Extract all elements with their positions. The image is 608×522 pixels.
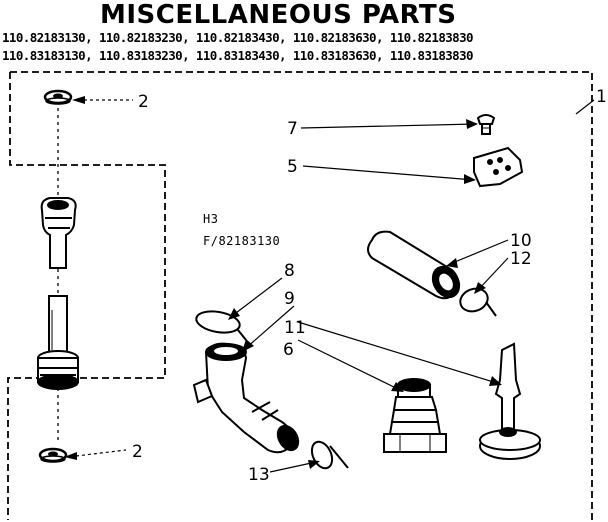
callout-2-bottom: 2 (132, 442, 143, 462)
callout-7: 7 (287, 119, 298, 139)
arrowheads (64, 96, 502, 469)
callout-13: 13 (248, 465, 270, 485)
shaft-section (48, 295, 68, 359)
reference-code-line-2: F/82183130 (203, 234, 281, 248)
mounting-bracket (473, 146, 524, 188)
callout-12: 12 (510, 249, 532, 269)
callout-10: 10 (510, 231, 532, 251)
hose-clamp-8 (195, 310, 247, 341)
hose-clamp-13 (310, 440, 349, 470)
coupling-lower (37, 350, 79, 390)
callout-6: 6 (283, 340, 294, 360)
screw (476, 114, 496, 135)
hose-clamp-12 (459, 287, 497, 317)
leveling-post (479, 342, 541, 460)
callout-9: 9 (284, 289, 295, 309)
callout-1: 1 (596, 87, 607, 107)
callout-11: 11 (284, 318, 306, 338)
washer-top (43, 89, 73, 105)
assembly-boundary (7, 71, 593, 520)
diagram-title: MISCELLANEOUS PARTS (100, 0, 457, 30)
leader-lines (75, 99, 595, 473)
callout-8: 8 (284, 261, 295, 281)
washer-bottom (38, 447, 68, 463)
hose-sleeve (367, 230, 461, 300)
elbow-hose (192, 342, 300, 454)
reference-code-line-1: H3 (203, 212, 219, 226)
model-numbers-row-1: 110.82183130, 110.82183230, 110.82183430… (2, 30, 474, 45)
coupling-upper (40, 197, 77, 269)
model-numbers-row-2: 110.83183130, 110.83183230, 110.83183430… (2, 48, 474, 63)
callout-2-top: 2 (138, 92, 149, 112)
callout-5: 5 (287, 157, 298, 177)
